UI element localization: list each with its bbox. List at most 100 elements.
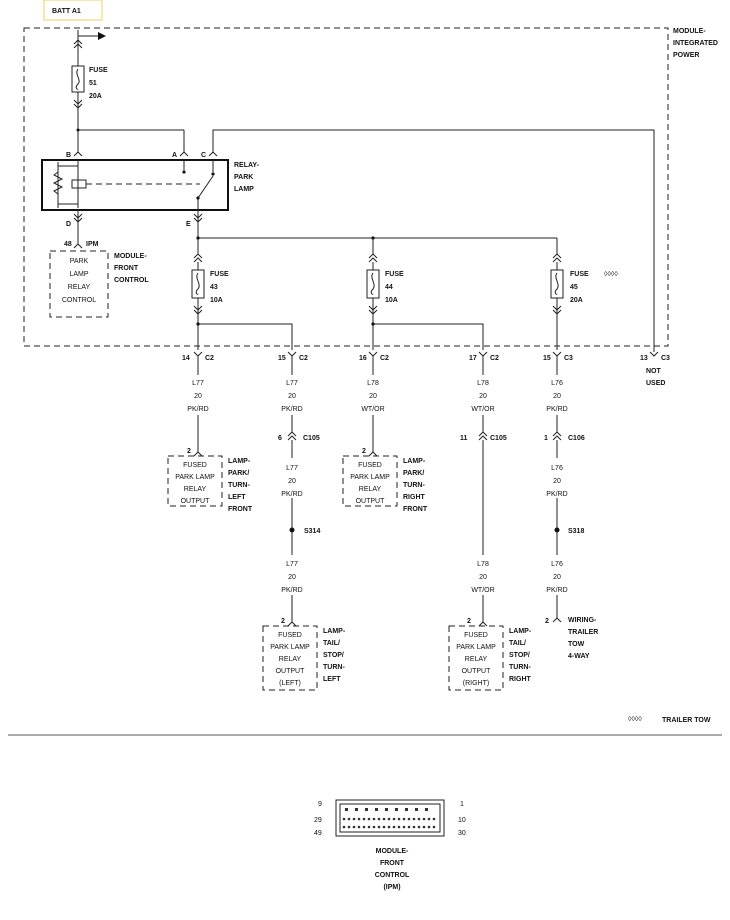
connector-face-view [335,799,445,837]
right-rear-branch [471,431,495,627]
fcm-label-2: FRONT [114,265,139,272]
lamp-rt-pin: 2 [467,618,471,625]
lamp-rt-box-5: (RIGHT) [463,680,489,687]
lamp-rf-box-3: RELAY [359,486,382,493]
lamp-rt-label-3: STOP/ [509,652,530,659]
relay-pin-e: E [186,221,191,228]
lamp-lt-box-4: OUTPUT [276,668,306,675]
w1-circuit: L77 [192,380,204,387]
fuse45-label: FUSE [570,271,589,278]
wl1-circuit: L77 [286,561,298,568]
wm2-circuit: L76 [551,465,563,472]
lamp-rt-box [448,625,504,691]
w5-circuit: L76 [551,380,563,387]
lamp-lt-label-4: TURN- [323,664,345,671]
conn-label-3: CONTROL [375,872,410,879]
batt-box [43,0,103,21]
fuse-44 [366,253,484,350]
fuse44-amps: 10A [385,297,398,304]
conn-pin-2: 15 [278,355,286,362]
lamp-lf-box-3: RELAY [184,486,207,493]
lamp-rt-box-3: RELAY [465,656,488,663]
relay-feed-wires [73,128,655,352]
wire-labels-top [186,375,569,415]
fuse45-symbol: ◊◊◊◊ [604,271,618,278]
lamp-lt-label-2: TAIL/ [323,640,340,647]
trailer-label-1: WIRING- [568,617,597,624]
lamp-lf-pin: 2 [187,448,191,455]
lamp-rf-label-3: TURN- [403,482,425,489]
lamp-rt-box-1: FUSED [464,632,488,639]
conn-pin-30: 30 [458,830,466,837]
lamp-rf-label-5: FRONT [403,506,428,513]
lamp-lt-label-3: STOP/ [323,652,344,659]
lamp-lt-box-1: FUSED [278,632,302,639]
conn-label-4: (IPM) [383,884,400,891]
conn-pin-9: 9 [318,801,322,808]
lamp-rf-box-4: OUTPUT [356,498,386,505]
trailer-label-3: TOW [568,641,585,648]
conn-pin-29: 29 [314,817,322,824]
lamp-lt-box [262,625,318,691]
conn-label-1: MODULE- [376,848,409,855]
fuse-43 [191,253,293,350]
fcm-box-2: LAMP [69,271,88,278]
relay-label-2: PARK [234,174,253,181]
wl3-circuit: L76 [551,561,563,568]
conn-name-6: C3 [661,355,670,362]
lamp-rf-connector [368,451,378,457]
lamp-rt-box-4: OUTPUT [462,668,492,675]
ipm-pin-48: 48 [64,241,72,248]
wm2-color: PK/RD [546,491,567,498]
w3-circuit: L78 [367,380,379,387]
fuse51-label: FUSE [89,67,108,74]
splice-s318: S318 [568,528,584,535]
relay-park-lamp [41,159,229,211]
lamp-rf-box [342,455,398,507]
ipm-conn-label: IPM [86,241,99,248]
conn-name-4: C2 [490,355,499,362]
lamp-rt-label-1: LAMP- [509,628,532,635]
fuse43-num: 43 [210,284,218,291]
wm1-circuit: L77 [286,465,298,472]
wm1-gauge: 20 [288,478,296,485]
wm1-color: PK/RD [281,491,302,498]
left-rear-branch [280,431,304,627]
conn-pin-1: 14 [182,355,190,362]
relay-pin-c: C [201,152,206,159]
c105-left-pin: 6 [278,435,282,442]
w3-gauge: 20 [369,393,377,400]
lamp-lt-box-2: PARK LAMP [270,644,310,651]
fcm-box-4: CONTROL [62,297,96,304]
lamp-lf-label-1: LAMP- [228,458,251,465]
ipm-label-2: INTEGRATED [673,40,718,47]
relay-outputs [73,210,558,254]
ipm-module-outline [23,27,669,347]
conn-pin-4: 17 [469,355,477,362]
conn-pin-6: 13 [640,355,648,362]
conn-name-3: C2 [380,355,389,362]
batt-label: BATT A1 [52,8,81,15]
wl2-gauge: 20 [479,574,487,581]
fuse-51 [71,65,85,130]
lamp-lf-box-1: FUSED [183,462,207,469]
conn-pin-5: 15 [543,355,551,362]
not-used-1: NOT [646,368,662,375]
lamp-rt-label-4: TURN- [509,664,531,671]
wl3-color: PK/RD [546,587,567,594]
lamp-rt-label-5: RIGHT [509,676,532,683]
relay-label-3: LAMP [234,186,254,193]
lamp-lf-box [167,455,223,507]
fuse44-label: FUSE [385,271,404,278]
w2-gauge: 20 [288,393,296,400]
lamp-lt-box-3: RELAY [279,656,302,663]
lamp-lf-label-3: TURN- [228,482,250,489]
lamp-lf-label-2: PARK/ [228,470,249,477]
lamp-lt-label-1: LAMP- [323,628,346,635]
lamp-rf-box-2: PARK LAMP [350,474,390,481]
c106-name: C106 [568,435,585,442]
battery-feed [73,30,106,66]
lamp-rf-label-1: LAMP- [403,458,426,465]
c105-left-name: C105 [303,435,320,442]
ipm-label-3: POWER [673,52,699,59]
